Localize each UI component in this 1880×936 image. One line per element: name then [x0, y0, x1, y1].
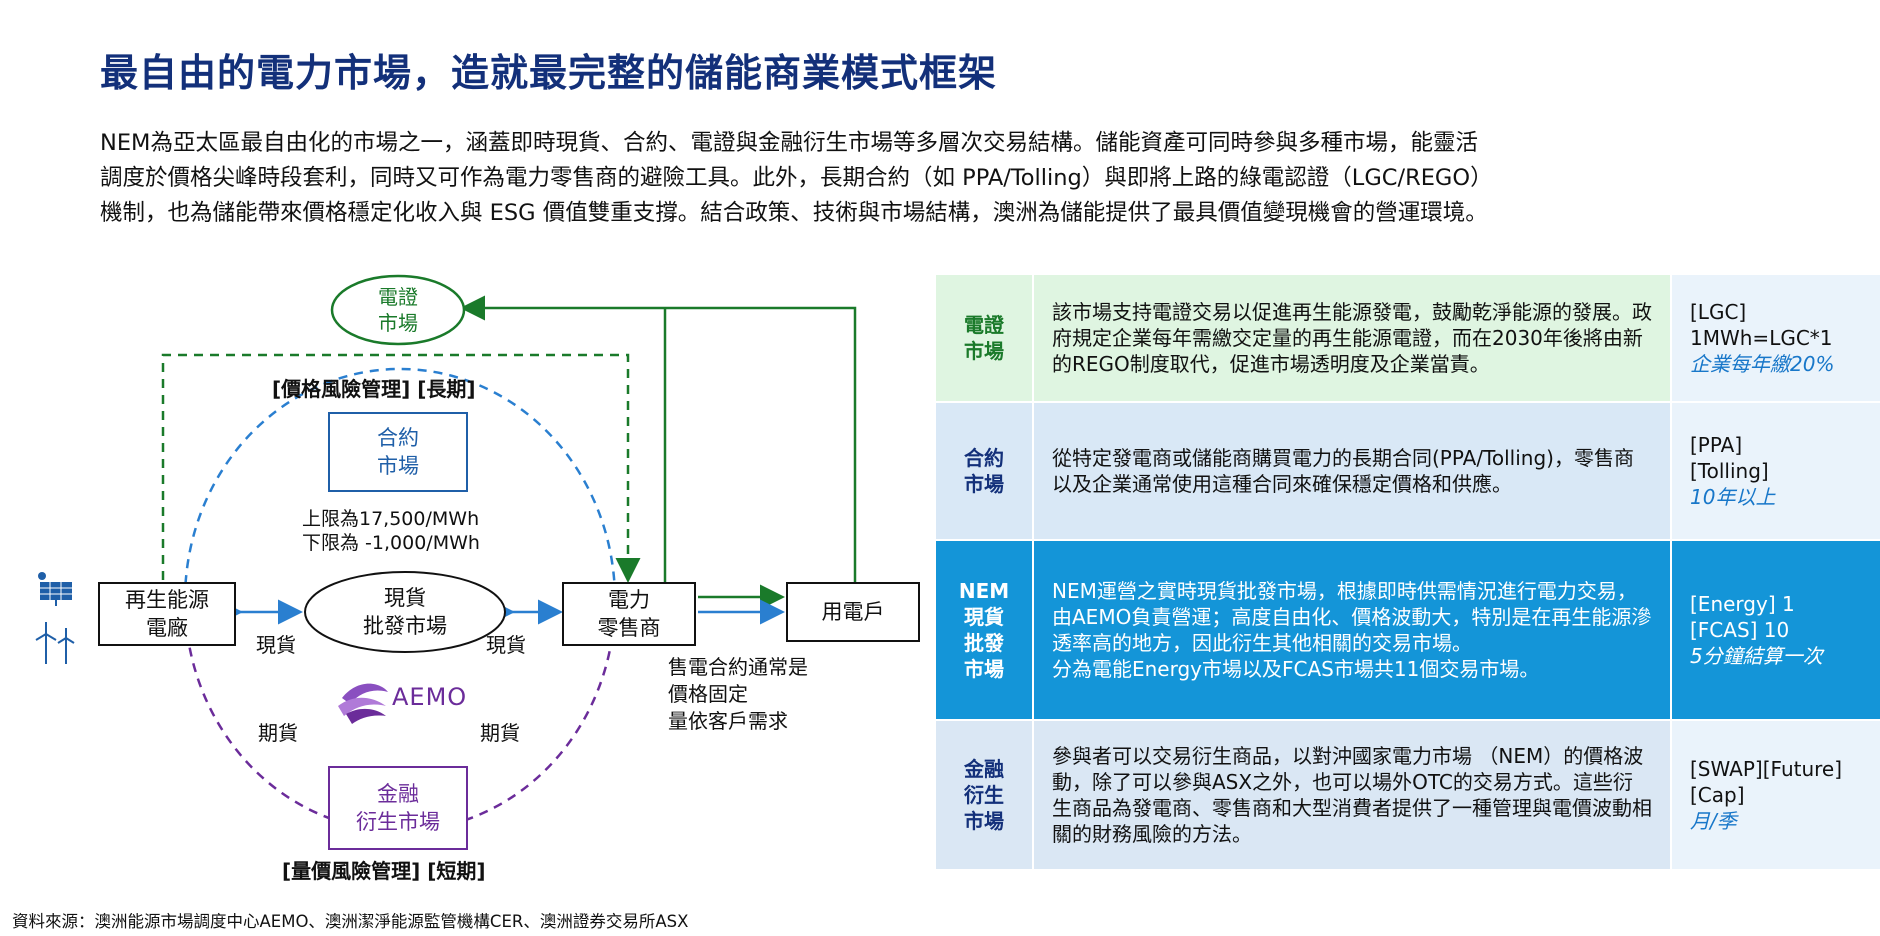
- aemo-logo-text: AEMO: [392, 683, 468, 711]
- table-row: 電證市場 該市場支持電證交易以促進再生能源發電，鼓勵乾淨能源的發展。政府規定企業…: [934, 273, 1880, 403]
- row-info: [SWAP][Future][Cap] 月/季: [1670, 719, 1880, 871]
- retailer-box: 電力零售商: [562, 582, 696, 646]
- intro-line: NEM為亞太區最自由化的市場之一，涵蓋即時現貨、合約、電證與金融衍生市場等多層次…: [100, 130, 1478, 156]
- price-floor-text: 下限為 -1,000/MWh: [302, 532, 480, 554]
- row-name: 電證市場: [934, 273, 1034, 403]
- page-title: 最自由的電力市場，造就最完整的儲能商業模式框架: [100, 51, 998, 95]
- contract-market-box: 合約市場: [328, 412, 468, 492]
- certificate-market-ellipse: [330, 274, 466, 346]
- financial-market-box: 金融衍生市場: [328, 766, 468, 850]
- row-info: [PPA][Tolling] 10年以上: [1670, 401, 1880, 541]
- certificate-market-label: 電證市場: [378, 285, 418, 335]
- diagram-lines: [35, 274, 857, 833]
- retail-note: 售電合約通常是 價格固定 量依客戶需求: [668, 655, 808, 733]
- green-line-consumer: [460, 295, 857, 582]
- row-desc: 參與者可以交易衍生商品，以對沖國家電力市場 （NEM）的價格波動，除了可以參與A…: [1032, 719, 1672, 871]
- intro-paragraph: NEM為亞太區最自由化的市場之一，涵蓋即時現貨、合約、電證與金融衍生市場等多層次…: [100, 126, 1820, 231]
- generator-box: 再生能源電廠: [98, 582, 236, 646]
- intro-line: 調度於價格尖峰時段套利，同時又可作為電力零售商的避險工具。此外，長期合約（如 P…: [100, 165, 1493, 191]
- green-dashed-loop: [161, 353, 641, 583]
- price-risk-label: [價格風險管理] [長期]: [272, 377, 476, 401]
- volume-risk-label: [量價風險管理] [短期]: [282, 859, 486, 883]
- row-desc: NEM運營之實時現貨批發市場，根據即時供需情況進行電力交易，由AEMO負責營運；…: [1032, 539, 1672, 721]
- wind-turbine-icon: [35, 622, 75, 664]
- row-info: [LGC]1MWh=LGC*1 企業每年繳20%: [1670, 273, 1880, 403]
- spot-market-ellipse: [304, 571, 506, 653]
- futures-label-right: 期貨: [480, 721, 520, 745]
- row-desc: 從特定發電商或儲能商購買電力的長期合同(PPA/Tolling)，零售商以及企業…: [1032, 401, 1672, 541]
- row-info: [Energy] 1[FCAS] 10 5分鐘結算一次: [1670, 539, 1880, 721]
- spot-market-label: 現貨批發市場: [363, 586, 447, 638]
- dashed-arc-purple: [183, 599, 617, 833]
- market-diagram: 電證市場 [價格風險管理] [長期] 合約市場 上限為17,500/MWh 下限…: [0, 260, 930, 900]
- market-table: 電證市場 該市場支持電證交易以促進再生能源發電，鼓勵乾淨能源的發展。政府規定企業…: [934, 273, 1880, 871]
- dashed-arc-blue: [183, 367, 617, 601]
- row-name: 合約市場: [934, 401, 1034, 541]
- consumer-box: 用電戶: [786, 582, 920, 642]
- solar-panel-icon: [38, 572, 72, 606]
- price-cap-text: 上限為17,500/MWh: [302, 508, 480, 530]
- table-row: 金融衍生市場 參與者可以交易衍生商品，以對沖國家電力市場 （NEM）的價格波動，…: [934, 719, 1880, 871]
- aemo-logo-icon: [338, 683, 388, 724]
- source-note: 資料來源：澳洲能源市場調度中心AEMO、澳洲潔淨能源監管機構CER、澳洲證券交易…: [12, 912, 689, 931]
- spot-label-left: 現貨: [256, 633, 296, 657]
- intro-line: 機制，也為儲能帶來價格穩定化收入與 ESG 價值雙重支撐。結合政策、技術與市場結…: [100, 200, 1488, 226]
- table-row: 合約市場 從特定發電商或儲能商購買電力的長期合同(PPA/Tolling)，零售…: [934, 401, 1880, 541]
- row-desc: 該市場支持電證交易以促進再生能源發電，鼓勵乾淨能源的發展。政府規定企業每年需繳交…: [1032, 273, 1672, 403]
- spot-label-right: 現貨: [486, 633, 526, 657]
- futures-label-left: 期貨: [258, 721, 298, 745]
- row-name: 金融衍生市場: [934, 719, 1034, 871]
